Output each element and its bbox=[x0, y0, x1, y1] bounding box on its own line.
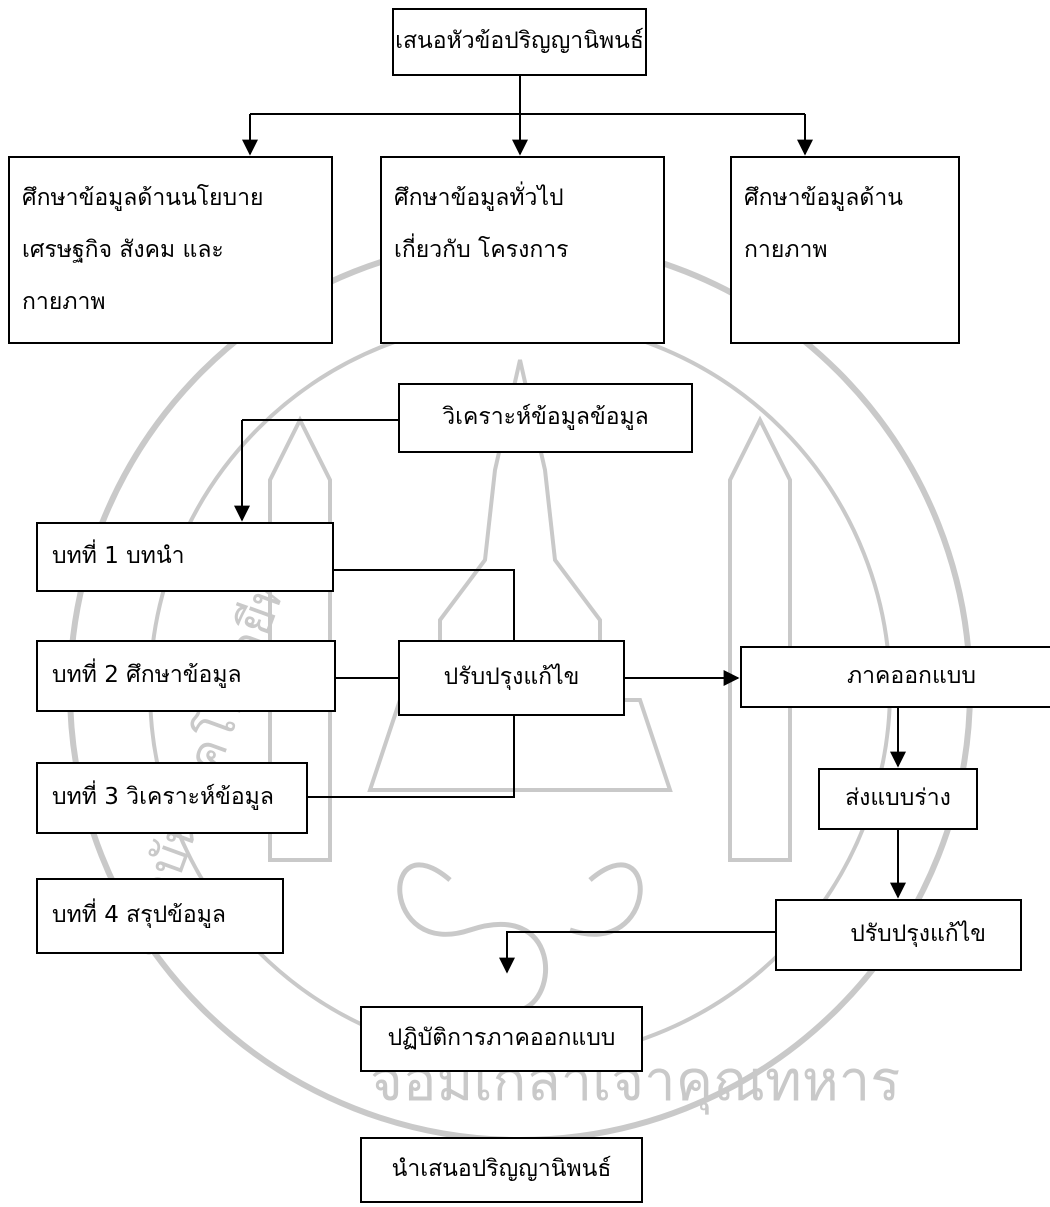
connector-ch3-revise bbox=[308, 716, 515, 798]
node-analyze: วิเคราะห์ข้อมูลข้อมูล bbox=[398, 383, 693, 453]
node-study-policy: ศึกษาข้อมูลด้านนโยบาย เศรษฐกิจ สังคม และ… bbox=[8, 156, 333, 344]
node-study-policy-line2: เศรษฐกิจ สังคม และ bbox=[22, 237, 224, 263]
node-chapter-1: บทที่ 1 บทนำ bbox=[36, 522, 334, 592]
node-study-physical-line2: กายภาพ bbox=[744, 237, 828, 263]
node-submit-draft: ส่งแบบร่าง bbox=[818, 768, 978, 830]
node-study-general-line1: ศึกษาข้อมูลทั่วไป bbox=[394, 185, 564, 211]
node-revise-1: ปรับปรุงแก้ไข bbox=[398, 640, 625, 716]
node-study-policy-line1: ศึกษาข้อมูลด้านนโยบาย bbox=[22, 185, 264, 211]
node-chapter-4: บทที่ 4 สรุปข้อมูล bbox=[36, 878, 284, 954]
seal-right-pillar bbox=[728, 415, 792, 862]
node-chapter-2: บทที่ 2 ศึกษาข้อมูล bbox=[36, 640, 336, 712]
seal-serpent bbox=[397, 862, 548, 1013]
node-chapter-3: บทที่ 3 วิเคราะห์ข้อมูล bbox=[36, 762, 308, 834]
seal-serpent-2 bbox=[569, 862, 643, 937]
node-propose-topic: เสนอหัวข้อปริญญานิพนธ์ bbox=[392, 8, 647, 76]
node-design-part: ภาคออกแบบ bbox=[740, 646, 1050, 708]
node-present-thesis: นำเสนอปริญญานิพนธ์ bbox=[360, 1137, 643, 1203]
node-study-policy-line3: กายภาพ bbox=[22, 289, 106, 315]
connector-revise2-left bbox=[499, 931, 775, 974]
node-study-general: ศึกษาข้อมูลทั่วไป เกี่ยวกับ โครงการ bbox=[380, 156, 665, 344]
connector-ch1-revise bbox=[334, 569, 515, 640]
node-study-general-line2: เกี่ยวกับ โครงการ bbox=[394, 237, 569, 263]
node-revise-2: ปรับปรุงแก้ไข bbox=[775, 899, 1022, 971]
node-design-practice: ปฏิบัติการภาคออกแบบ bbox=[360, 1006, 643, 1072]
node-study-physical: ศึกษาข้อมูลด้าน กายภาพ bbox=[730, 156, 960, 344]
node-study-physical-line1: ศึกษาข้อมูลด้าน bbox=[744, 185, 903, 211]
